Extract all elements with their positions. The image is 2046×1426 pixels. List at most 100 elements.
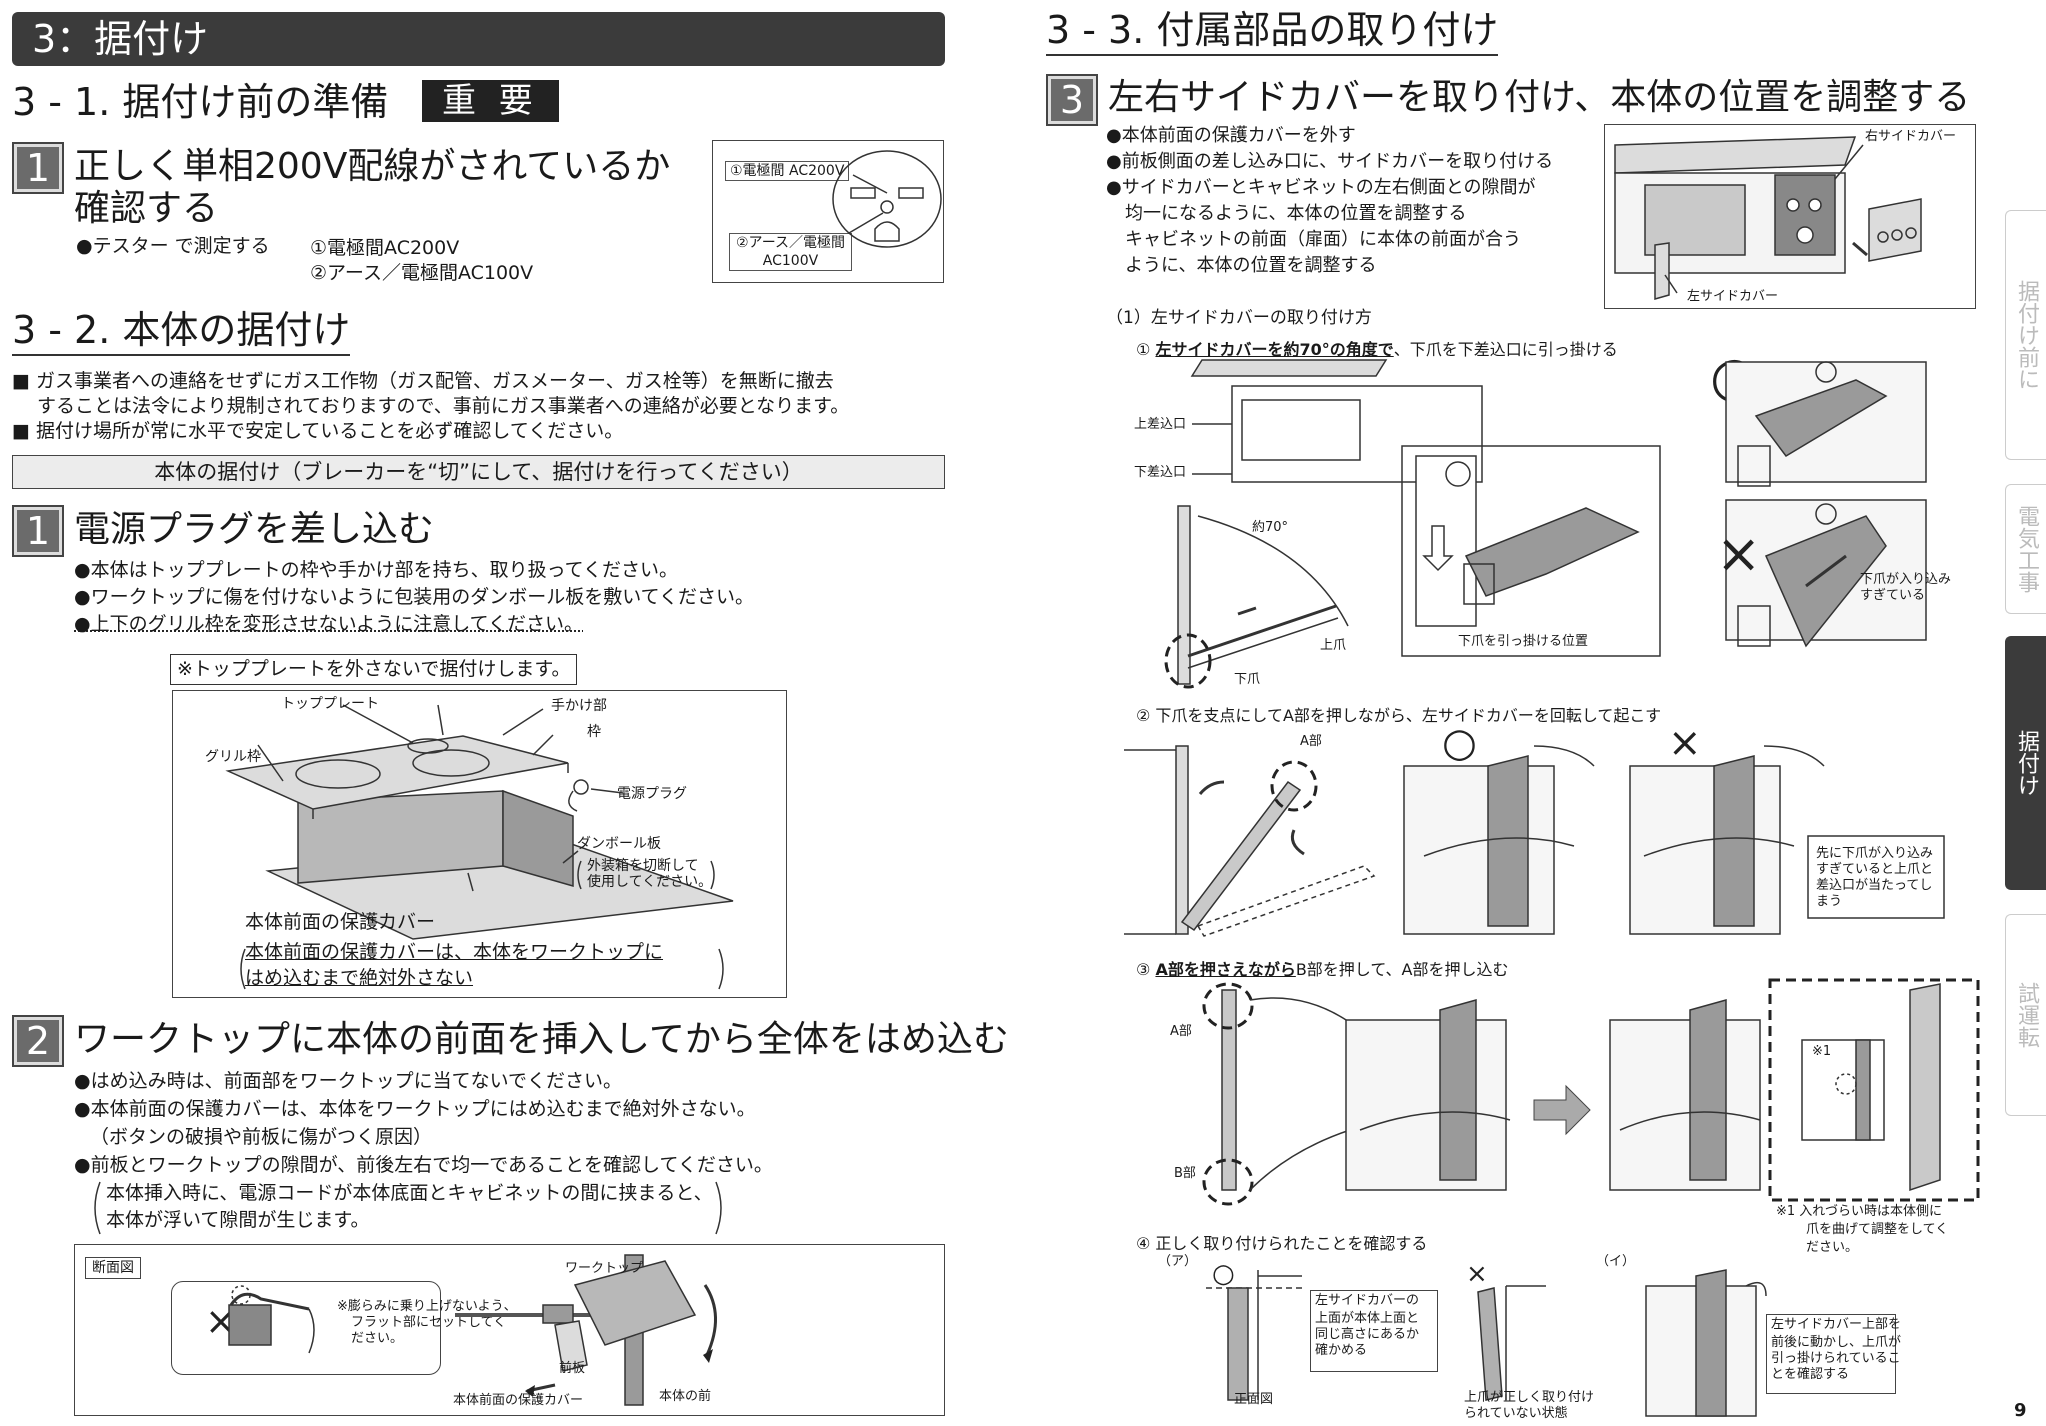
bullet-text: 均一になるように、本体の位置を調整する xyxy=(1125,203,1467,224)
step-title: 正しく単相200V配線がされているか xyxy=(74,146,671,187)
label-front: 本体の前 xyxy=(659,1389,712,1404)
step-1-figure: ○ × xyxy=(1164,345,1927,689)
x-mark: × xyxy=(1466,1259,1488,1289)
cooktop-illustration xyxy=(225,704,734,990)
note-line: 確かめる xyxy=(1315,1343,1368,1358)
label-A: A部 xyxy=(1300,734,1322,749)
side-tab-test-run[interactable]: 試運転 xyxy=(2005,914,2046,1116)
section-title-3-3: 3 - 3. 付属部品の取り付け xyxy=(1046,8,1499,56)
note-line: 差込口が当たってし xyxy=(1816,878,1933,893)
side-tab-before-install[interactable]: 据付け前に xyxy=(2005,210,2046,460)
side-tab-electrical[interactable]: 電気工事 xyxy=(2005,484,2046,614)
step-4-figure: ○ × xyxy=(1206,1259,1767,1417)
label-handle: 手かけ部 xyxy=(551,698,607,714)
section-title-3-2: 3 - 2. 本体の据付け xyxy=(12,308,351,356)
page-header: 3：据付け xyxy=(12,12,945,66)
bullet-text: キャビネットの前面（扉面）に本体の前面が合う xyxy=(1125,229,1521,250)
important-badge: 重 要 xyxy=(422,80,559,122)
step-number: 2 xyxy=(12,1015,64,1067)
note-line: 前後に動かし、上爪が xyxy=(1771,1335,1902,1350)
x-note: フラット部にセットしてく xyxy=(351,1315,507,1330)
section-label: 断面図 xyxy=(85,1257,141,1279)
circle-mark: ○ xyxy=(1442,720,1477,766)
bullet-text: ●本体前面の保護カバーは、本体をワークトップにはめ込むまで絶対外さない。 xyxy=(74,1098,756,1120)
bullet-text: ●テスター で測定する xyxy=(76,235,270,257)
section-title-3-1: 3 - 1. 据付け前の準備 xyxy=(12,80,389,124)
label-cardboard-note: 使用してください。 xyxy=(587,874,713,890)
bullet-text: ●サイドカバーとキャビネットの左右側面との隙間が xyxy=(1106,177,1536,198)
substep-emphasis: 左サイドカバーを約70°の角度で xyxy=(1155,340,1394,359)
note-line: 同じ高さにあるか xyxy=(1315,1327,1420,1342)
label-grill: グリル枠 xyxy=(205,749,261,765)
label-hook-position: 下爪を引っ掛ける位置 xyxy=(1458,634,1589,649)
label-cardboard-note: 外装箱を切断して xyxy=(587,858,699,874)
label-A: A部 xyxy=(1170,1024,1192,1039)
substep-number: ① xyxy=(1136,340,1151,359)
substep-number: ③ xyxy=(1136,960,1151,979)
paren-note: 本体が浮いて隙間が生じます。 xyxy=(106,1209,370,1231)
outlet-diagram: ①電極間 AC200V ②アース／電極間 AC100V xyxy=(712,140,944,283)
label-right-cover: 右サイドカバー xyxy=(1865,129,1957,144)
bullet-text: ●上下のグリル枠を変形させないように注意してください。 xyxy=(74,613,584,635)
diagram-label: ②アース／電極間 AC100V xyxy=(729,233,853,271)
note-line: とを確認する xyxy=(1771,1367,1850,1382)
step-number: 1 xyxy=(12,142,64,194)
note-line: 左サイドカバーの xyxy=(1315,1293,1420,1308)
note-line: ※1 入れづらい時は本体側に xyxy=(1776,1204,1943,1219)
label-upper-slot: 上差込口 xyxy=(1134,417,1187,432)
step-title-line2: 確認する xyxy=(74,188,219,229)
note-line: られていない状態 xyxy=(1464,1406,1568,1421)
warning-text: 本体前面の保護カバーは、本体をワークトップに xyxy=(245,941,664,963)
substep-rest: 、下爪を下差込口に引っ掛ける xyxy=(1393,340,1618,359)
x-note: ※膨らみに乗り上げないよう、 xyxy=(337,1299,517,1314)
substep-rest: B部を押して、A部を押し込む xyxy=(1295,960,1509,979)
substep-text: ④ 正しく取り付けられたことを確認する xyxy=(1136,1234,1428,1253)
label-topplate: トッププレート xyxy=(281,696,379,712)
unit-illustration xyxy=(1614,136,1922,300)
label-angle: 約70° xyxy=(1252,520,1289,535)
outlet-icon xyxy=(832,150,942,248)
label-a: （ア） xyxy=(1158,1254,1198,1269)
label-front-view: 正面図 xyxy=(1234,1392,1274,1407)
cross-section-diagram: 断面図 × ※膨らみに乗り上げないよう、 フラット部にセットしてく ださい。 ワ… xyxy=(74,1244,945,1416)
diagram-label-line: AC100V xyxy=(762,253,819,269)
step-number: 3 xyxy=(1046,74,1098,126)
note-line: 引っ掛けられているこ xyxy=(1771,1351,1901,1366)
bullet-text: ●本体前面の保護カバーを外す xyxy=(1106,125,1356,146)
bullet-text: ●前板とワークトップの隙間が、前後左右で均一であることを確認してください。 xyxy=(74,1154,773,1176)
step-title: 電源プラグを差し込む xyxy=(74,509,435,550)
note-line: 上面が本体上面と xyxy=(1315,1311,1420,1326)
page-number: 9 xyxy=(2014,1400,2027,1421)
bullet-text: ●ワークトップに傷を付けないように包装用のダンボール板を敷いてください。 xyxy=(74,586,755,608)
note-line: 左サイドカバー上部を xyxy=(1771,1317,1902,1332)
step-title: ワークトップに本体の前面を挿入してから全体をはめ込む xyxy=(74,1019,1009,1060)
label-lower-claw: 下爪 xyxy=(1234,672,1261,687)
bullet-text: ●本体はトッププレートの枠や手かけ部を持ち、取り扱ってください。 xyxy=(74,559,679,581)
label-cardboard: ダンボール板 xyxy=(577,836,661,852)
x-note: ださい。 xyxy=(351,1331,404,1346)
bullet-text: ように、本体の位置を調整する xyxy=(1125,255,1377,276)
label-protect-cover: 本体前面の保護カバー xyxy=(245,911,436,933)
note-box: 左サイドカバーの 上面が本体上面と 同じ高さにあるか 確かめる xyxy=(1310,1290,1438,1372)
label-frontplate: 前板 xyxy=(559,1361,586,1376)
label-lower-slot: 下差込口 xyxy=(1134,465,1187,480)
note-line: 爪を曲げて調整をしてく xyxy=(1806,1222,1949,1237)
measure-item-1: ①電極間AC200V xyxy=(310,237,460,259)
substep-text: ② 下爪を支点にしてA部を押しながら、左サイドカバーを回転して起こす xyxy=(1136,706,1662,725)
bullet-text: ●前板側面の差し込み口に、サイドカバーを取り付ける xyxy=(1106,151,1554,172)
step-title: 左右サイドカバーを取り付け、本体の位置を調整する xyxy=(1108,77,1971,118)
notice-text: ■ ガス事業者への連絡をせずにガス工作物（ガス配管、ガスメーター、ガス栓等）を無… xyxy=(12,370,834,392)
circle-mark: ○ xyxy=(1212,1259,1235,1289)
paren-note: 本体挿入時に、電源コードが本体底面とキャビネットの間に挟まると、 xyxy=(106,1182,713,1204)
label-B: B部 xyxy=(1174,1166,1196,1181)
label-too-deep: 下爪が入り込み xyxy=(1860,572,1952,587)
note-marker: ※1 xyxy=(1812,1044,1832,1059)
substep-emphasis: A部を押さえながら xyxy=(1155,960,1296,979)
side-tab-install[interactable]: 据付け xyxy=(2005,636,2046,890)
notice-text: ■ 据付け場所が常に水平で安定していることを必ず確認してください。 xyxy=(12,420,624,442)
note-line: 先に下爪が入り込み xyxy=(1816,846,1934,861)
bullet-text: ●はめ込み時は、前面部をワークトップに当てないでください。 xyxy=(74,1070,623,1092)
note-line: ださい。 xyxy=(1806,1240,1859,1255)
installation-diagram: トッププレート 手かけ部 枠 グリル枠 電源プラグ ダンボール板 外装箱を切断し… xyxy=(172,690,787,998)
x-mark: × xyxy=(1668,720,1702,766)
